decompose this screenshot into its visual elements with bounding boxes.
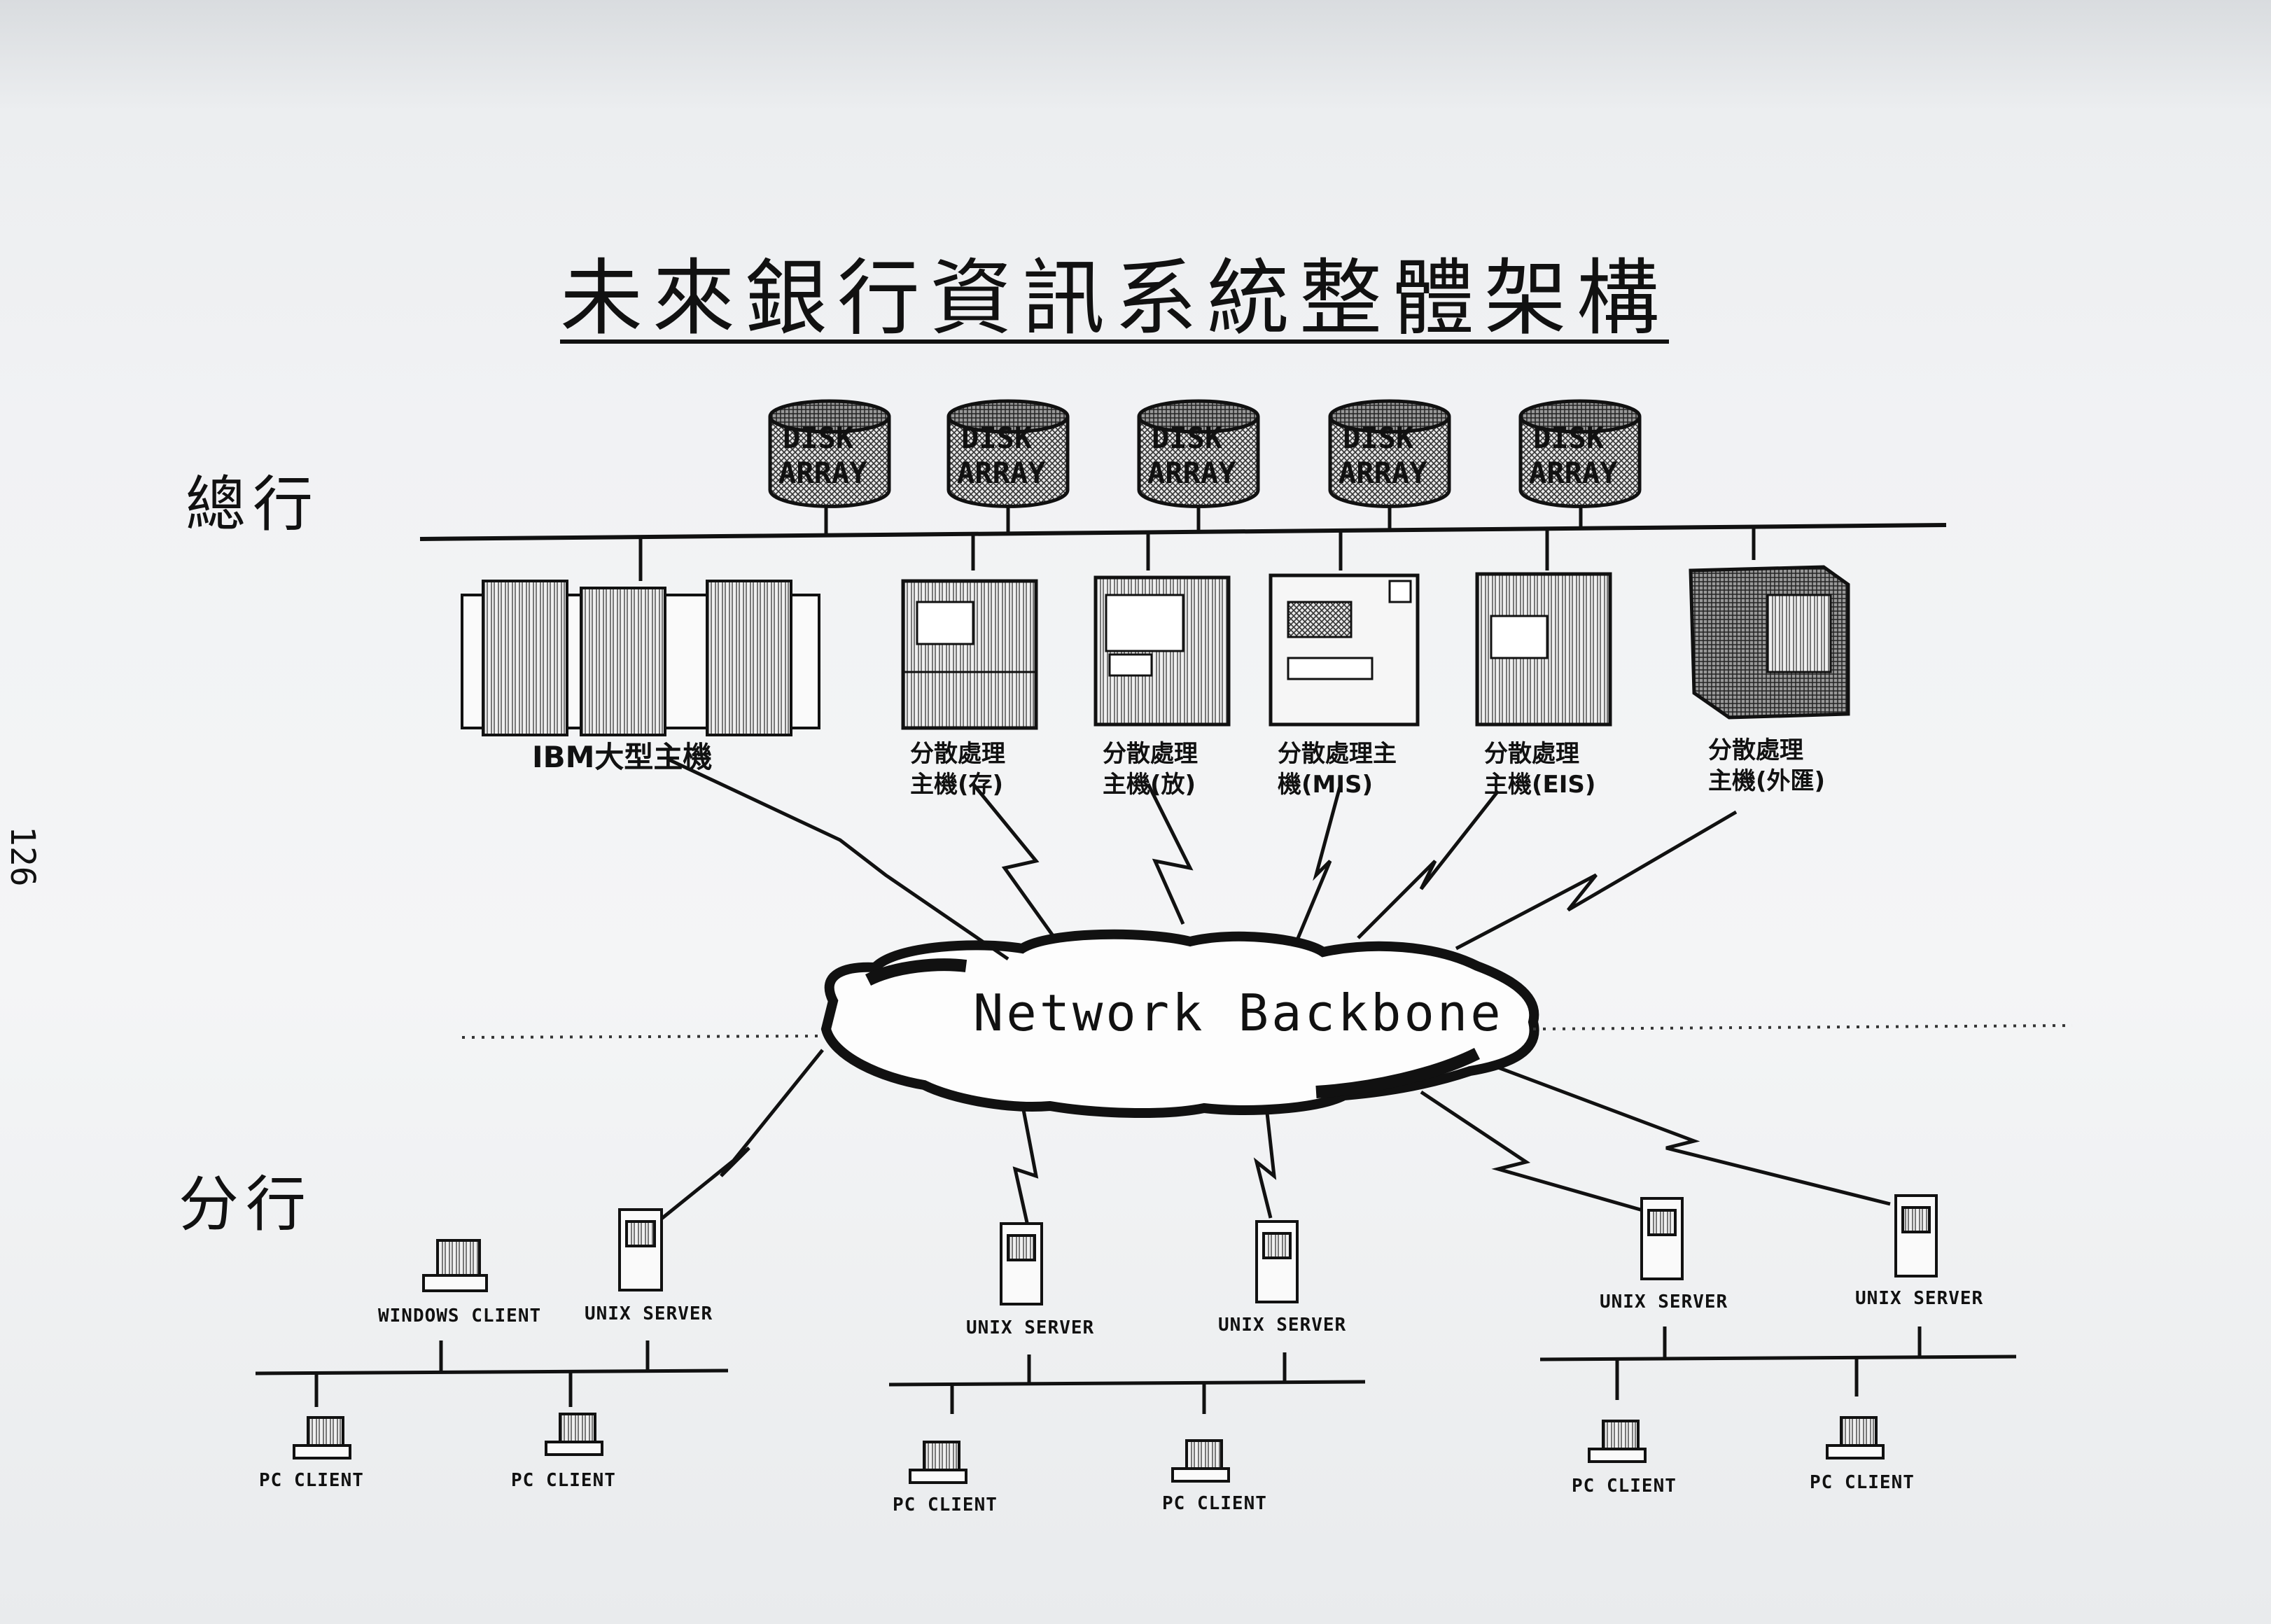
distributed-host-mis-icon	[1269, 573, 1420, 727]
distributed-host-deposit-icon	[901, 579, 1038, 730]
distributed-host-loan-icon	[1093, 575, 1231, 727]
branch1-unix-server-label: UNIX SERVER	[585, 1303, 713, 1324]
disk-array-1-line1: DISK	[783, 421, 854, 455]
page-number: 126	[3, 826, 42, 887]
host-forex-caption: 分散處理 主機(外匯)	[1708, 735, 1825, 797]
disk-array-2	[946, 399, 1070, 508]
host-eis-line2: 主機(EIS)	[1484, 771, 1596, 799]
host-eis-line1: 分散處理	[1484, 740, 1579, 768]
branch2-pc-client-2-label: PC CLIENT	[1162, 1493, 1267, 1514]
ibm-mainframe-icon	[461, 580, 820, 736]
headquarters-label: 總行	[186, 470, 320, 540]
branch-lan-lines	[255, 1326, 2017, 1414]
host-mis-line2: 機(MIS)	[1278, 771, 1374, 799]
host-loan-line2: 主機(放)	[1103, 771, 1196, 799]
branch3-pc-client-1-label: PC CLIENT	[1572, 1476, 1677, 1497]
host-forex-line1: 分散處理	[1708, 736, 1803, 764]
disk-array-4-line1: DISK	[1343, 421, 1414, 455]
host-deposit-caption: 分散處理 主機(存)	[910, 738, 1005, 800]
disk-array-5-line2: ARRAY	[1529, 456, 1618, 490]
branch3-unix-server-2-label: UNIX SERVER	[1855, 1288, 1984, 1309]
distributed-host-eis-icon	[1475, 572, 1612, 727]
disk-array-labels: DISK ARRAY DISK ARRAY DISK ARRAY DISK AR…	[778, 421, 1618, 490]
host-deposit-line1: 分散處理	[910, 740, 1005, 768]
host-ibm-label: IBM大型主機	[532, 740, 713, 774]
disk-array-4-line2: ARRAY	[1339, 456, 1427, 490]
branch1-pc-client-2-label: PC CLIENT	[511, 1470, 616, 1491]
branch1-pc-client-1-label: PC CLIENT	[259, 1470, 364, 1491]
wan-links-branch	[657, 1049, 1891, 1233]
windows-client-icon	[422, 1239, 488, 1292]
unix-server-icon	[618, 1194, 1938, 1306]
wan-links-hq	[667, 757, 1738, 961]
disk-array-2-line1: DISK	[961, 421, 1033, 455]
hq-bus-line	[419, 523, 1947, 541]
host-forex-line2: 主機(外匯)	[1708, 767, 1826, 795]
network-backbone-label: Network Backbone	[973, 983, 1504, 1042]
branch3-pc-client-2-label: PC CLIENT	[1810, 1472, 1915, 1493]
branch1-windows-client-label: WINDOWS CLIENT	[378, 1306, 542, 1326]
branch2-unix-server-1-label: UNIX SERVER	[966, 1317, 1095, 1338]
disk-array-4	[1328, 399, 1451, 508]
host-mis-caption: 分散處理主 機(MIS)	[1278, 738, 1397, 800]
disk-array-2-line2: ARRAY	[957, 456, 1046, 490]
host-eis-caption: 分散處理 主機(EIS)	[1484, 738, 1595, 800]
network-backbone-cloud	[820, 929, 1539, 1119]
disk-array-3-line2: ARRAY	[1147, 456, 1236, 490]
branch2-pc-client-1-label: PC CLIENT	[893, 1494, 998, 1516]
disk-array-1	[768, 399, 891, 508]
disk-array-3-line1: DISK	[1152, 421, 1223, 455]
pc-client-icons	[293, 1413, 1885, 1484]
diagram-title: 未來銀行資訊系統整體架構	[560, 250, 1670, 346]
branch3-unix-server-1-label: UNIX SERVER	[1600, 1292, 1728, 1312]
host-loan-caption: 分散處理 主機(放)	[1103, 738, 1198, 800]
distributed-host-forex-icon	[1689, 565, 1850, 720]
disk-array-3	[1137, 399, 1260, 508]
branch2-unix-server-2-label: UNIX SERVER	[1218, 1315, 1347, 1336]
host-mis-line1: 分散處理主	[1278, 740, 1397, 768]
disk-array-1-line2: ARRAY	[778, 456, 867, 490]
branch-label: 分行	[179, 1170, 313, 1240]
disk-array-5-line1: DISK	[1533, 421, 1605, 455]
dotted-link-lines	[461, 1024, 2073, 1039]
disk-array-5	[1518, 399, 1642, 508]
host-deposit-line2: 主機(存)	[910, 771, 1004, 799]
host-loan-line1: 分散處理	[1103, 740, 1198, 768]
host-connectors	[638, 526, 1756, 581]
